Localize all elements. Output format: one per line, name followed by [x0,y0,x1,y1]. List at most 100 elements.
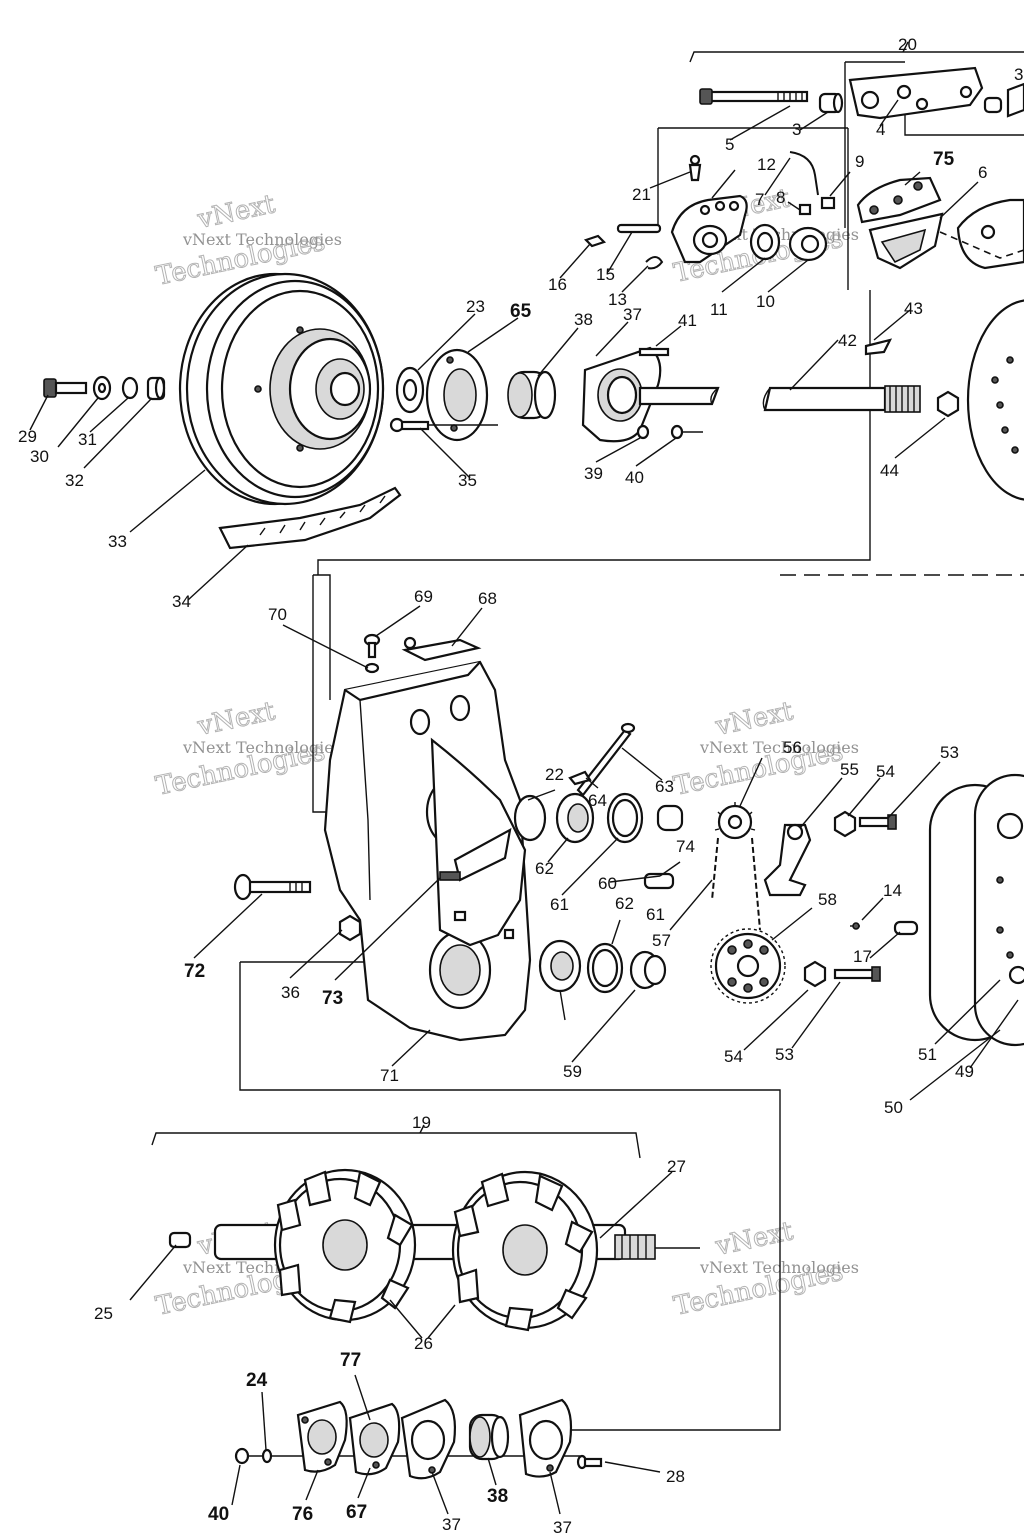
label-59: 59 [563,1062,582,1081]
bolt-5 [699,88,809,105]
label-63: 63 [655,777,674,796]
label-73: 73 [322,988,343,1009]
nut-54-top [833,810,857,838]
label-34: 34 [172,592,191,611]
label-61-lower: 61 [646,905,665,924]
stud-73 [439,871,461,881]
label-72: 72 [184,961,205,982]
label-39: 39 [584,464,603,483]
sprocket-58 [710,928,786,1004]
label-65: 65 [510,301,532,322]
key-41 [638,347,670,357]
flange-37-bottom-left [400,1398,457,1480]
label-44: 44 [880,461,899,480]
label-55: 55 [840,760,859,779]
sprocket-26-right [451,1170,599,1332]
spacer-32 [146,376,166,401]
nut-54-lower [803,960,827,988]
label-27: 27 [667,1157,686,1176]
bearing-38-bottom [468,1413,510,1461]
label-33: 33 [108,532,127,551]
label-36: 36 [281,983,300,1002]
assembly-guide-lines [239,61,1024,1431]
snap-ring-61-lower [586,942,624,994]
screw-69 [363,633,381,659]
label-53-lower: 53 [775,1045,794,1064]
driven-pulley-33 [178,272,385,506]
bearing-62-lower [538,939,582,993]
label-62-top: 62 [535,859,554,878]
label-51: 51 [918,1045,937,1064]
idler-housing-12 [670,194,748,264]
snap-ring-61-top [606,792,644,844]
bracket-19-callout [151,1124,641,1159]
bolt-35 [389,417,498,433]
watermark-line: vNext Technologies [699,1258,859,1277]
seal-22 [513,794,547,842]
label-9: 9 [855,152,864,171]
pin-17 [893,920,919,936]
plug-25 [168,1231,192,1249]
nut-40-top [670,424,703,440]
spacer-small [983,82,1024,118]
flange-65 [425,348,489,442]
bolt-53-top [858,814,897,830]
label-61-top: 61 [550,895,569,914]
nut-40-bottom [234,1447,250,1465]
gasket-68 [401,636,482,662]
watermark-line: vNext Technologies [182,738,342,757]
label-10: 10 [756,292,775,311]
label-64: 64 [588,791,607,810]
watermark-4: vNext vNext Technologies Technologies [671,696,859,803]
label-26: 26 [414,1334,433,1353]
washer-30 [92,375,112,401]
tensioner-55 [763,823,812,897]
label-53-top: 53 [940,743,959,762]
label-5: 5 [725,135,734,154]
label-57: 57 [652,931,671,950]
clip-13 [645,256,664,270]
label-70: 70 [268,605,287,624]
grease-fitting-21 [688,154,702,182]
spacer-3 [818,92,844,114]
pin-64 [568,770,592,786]
bolt-29 [43,378,88,398]
label-11: 11 [710,300,728,319]
washer-23 [395,366,425,414]
label-74: 74 [676,837,695,856]
label-40-bottom: 40 [208,1504,229,1525]
label-71: 71 [380,1066,399,1085]
label-60: 60 [598,874,617,893]
label-31: 31 [78,430,97,449]
label-58: 58 [818,890,837,909]
label-28: 28 [666,1467,685,1486]
label-6: 6 [978,163,987,182]
label-54-lower: 54 [724,1047,743,1066]
spacer-60 [656,804,684,832]
nut-39 [636,424,650,440]
label-35: 35 [458,471,477,490]
label-15: 15 [596,265,615,284]
watermark-6: vNext vNext Technologies Technologies [671,1216,859,1323]
bolt-28 [576,1454,603,1470]
flange-37-bottom-right [518,1398,573,1478]
label-62-lower: 62 [615,894,634,913]
bearing-11 [749,223,781,261]
fitting-8 [798,203,812,216]
chaincase-cover [928,773,1024,1047]
label-49: 49 [955,1062,974,1081]
label-43: 43 [904,299,923,318]
label-69: 69 [414,587,433,606]
label-67: 67 [346,1502,367,1523]
watermark-brand: vNext [194,696,278,742]
watermark-brand: vNext [194,189,278,235]
cam-75 [856,176,942,224]
nut-36 [338,914,362,942]
support-6 [868,198,1024,270]
label-56: 56 [783,738,802,757]
hose-7 [789,151,819,196]
key-43 [864,338,893,356]
label-50: 50 [884,1098,903,1117]
label-3-right: 3 [1014,65,1023,84]
